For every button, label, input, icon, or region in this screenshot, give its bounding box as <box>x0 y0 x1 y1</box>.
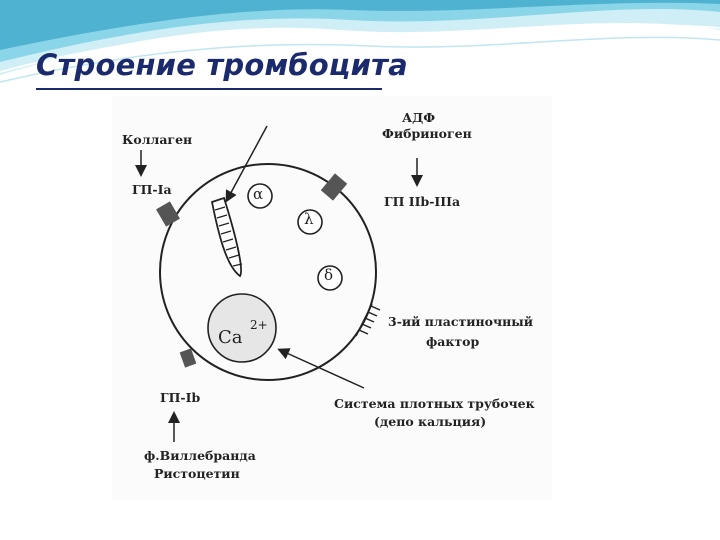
dense-tubular-system <box>210 196 243 278</box>
dts-arrow <box>277 348 365 389</box>
label-lambda: λ <box>304 210 314 228</box>
label-pf3-line1: 3-ий пластиночный <box>388 314 534 329</box>
delta-granule <box>317 265 343 291</box>
label-alpha: α <box>253 185 264 203</box>
gp1b-receptor <box>179 348 197 368</box>
label-gp2b3a: ГП IIb-IIIa <box>384 194 461 209</box>
label-collagen: Коллаген <box>122 132 193 147</box>
gp1a-receptor <box>156 201 180 227</box>
label-ca: Ca <box>218 327 243 348</box>
label-gp1b: ГП-Ib <box>160 390 201 405</box>
label-adp: АДФ <box>402 110 436 125</box>
label-delta: δ <box>324 266 334 284</box>
label-vwf-line2: Ристоцетин <box>154 466 240 481</box>
label-gp1a: ГП-Ia <box>132 182 172 197</box>
calcium-depot <box>207 293 277 363</box>
label-pf3-line2: фактор <box>426 334 480 349</box>
platelet-membrane <box>159 163 377 381</box>
pf3-comb <box>355 303 381 337</box>
page-title: Строение тромбоцита <box>36 48 408 82</box>
tube-pointer-arrow <box>225 125 268 203</box>
label-dts-line2: (депо кальция) <box>374 414 487 429</box>
platelet-diagram-drawing <box>135 125 423 442</box>
title-underline <box>36 88 382 90</box>
alpha-granule <box>247 183 273 209</box>
gp2b3a-receptor <box>320 173 348 201</box>
lambda-granule <box>297 209 323 235</box>
platelet-diagram: Коллаген ГП-Ia АДФ Фибриноген ГП IIb-III… <box>112 96 552 500</box>
label-vwf-line1: ф.Виллебранда <box>144 448 256 463</box>
label-fibrinogen: Фибриноген <box>382 126 472 141</box>
header-wave-decoration <box>0 0 720 83</box>
label-ca-charge: 2+ <box>250 318 268 332</box>
label-dts-line1: Система плотных трубочек <box>334 396 535 411</box>
